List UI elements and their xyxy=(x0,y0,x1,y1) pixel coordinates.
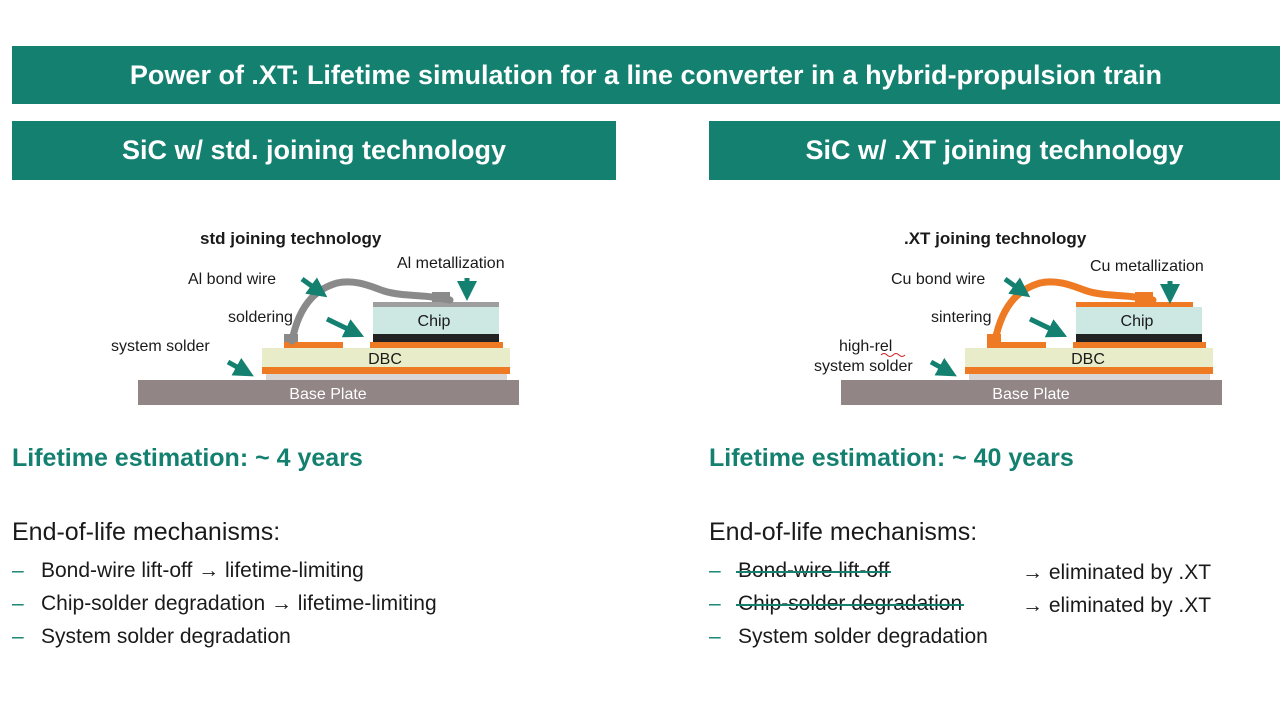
cu-metallization-label: Cu metallization xyxy=(1090,258,1204,275)
chip-label: Chip xyxy=(1121,313,1154,330)
arrow-icon xyxy=(325,316,365,338)
dbc-top-copper-left xyxy=(284,342,343,348)
cu-metallization-layer xyxy=(1076,302,1193,307)
system-solder-label: system solder xyxy=(814,358,913,375)
list-item: –Chip-solder degradation → lifetime-limi… xyxy=(12,590,437,623)
arrow-icon xyxy=(929,357,957,377)
list-item: –Chip-solder degradation xyxy=(709,590,988,623)
std-joining-diagram: std joining technology Base Plate DBC Ch… xyxy=(111,229,519,405)
bond-wire-foot xyxy=(284,334,298,342)
bond-wire-chip-foot xyxy=(432,292,450,302)
list-item-text-struck: Bond-wire lift-off xyxy=(735,559,892,582)
dbc-label: DBC xyxy=(1071,351,1105,368)
dbc-top-copper-right xyxy=(370,342,503,348)
right-column-header: SiC w/ .XT joining technology xyxy=(709,121,1280,180)
base-plate xyxy=(138,380,519,405)
eliminated-note: → eliminated by .XT xyxy=(1022,594,1212,617)
title-banner: Power of .XT: Lifetime simulation for a … xyxy=(12,46,1280,104)
dbc-top-copper-left xyxy=(987,342,1046,348)
dbc-substrate xyxy=(262,348,510,367)
spellcheck-underline xyxy=(880,353,906,357)
system-solder-label: system solder xyxy=(111,338,210,355)
chip-solder xyxy=(373,334,499,342)
left-lifetime-estimation: Lifetime estimation: ~ 4 years xyxy=(12,444,363,472)
bullet-dash: – xyxy=(709,592,721,615)
list-item-text-struck: Chip-solder degradation xyxy=(735,592,965,615)
arrow-icon xyxy=(300,276,328,298)
list-item-text: System solder degradation xyxy=(41,625,291,648)
chip xyxy=(1076,307,1202,334)
dbc-bottom-copper xyxy=(262,367,510,374)
al-metallization-layer xyxy=(373,302,499,307)
base-plate-label: Base Plate xyxy=(289,386,366,403)
dbc-top-copper-right xyxy=(1073,342,1206,348)
base-plate-label: Base Plate xyxy=(992,386,1069,403)
list-item: –Bond-wire lift-off → lifetime-limiting xyxy=(12,557,437,590)
left-eol-heading: End-of-life mechanisms: xyxy=(12,518,281,546)
xt-joining-diagram: .XT joining technology Base Plate DBC Ch… xyxy=(814,229,1222,405)
list-item-text: Chip-solder degradation → lifetime-limit… xyxy=(41,592,437,615)
dbc-substrate xyxy=(965,348,1213,367)
list-item: –System solder degradation xyxy=(12,623,437,656)
dbc-label: DBC xyxy=(368,351,402,368)
arrow-icon xyxy=(226,357,254,377)
bullet-dash: – xyxy=(12,592,24,615)
chip xyxy=(373,307,499,334)
sintering-label: sintering xyxy=(931,309,991,326)
arrow-icon xyxy=(1003,276,1031,298)
system-solder-layer xyxy=(969,374,1210,380)
left-column-header: SiC w/ std. joining technology xyxy=(12,121,616,180)
dbc-bottom-copper xyxy=(965,367,1213,374)
al-bond-wire xyxy=(288,278,454,345)
bullet-dash: – xyxy=(709,559,721,582)
right-lifetime-estimation: Lifetime estimation: ~ 40 years xyxy=(709,444,1074,472)
eliminated-note: → eliminated by .XT xyxy=(1022,561,1212,584)
high-rel-label: high-rel xyxy=(839,338,892,355)
al-bond-wire-label: Al bond wire xyxy=(188,271,276,288)
base-plate xyxy=(841,380,1222,405)
bullet-dash: – xyxy=(12,559,24,582)
std-diagram-title: std joining technology xyxy=(200,229,382,248)
xt-diagram-title: .XT joining technology xyxy=(904,229,1087,248)
right-eol-list: –Bond-wire lift-off –Chip-solder degrada… xyxy=(709,557,988,656)
list-item-text: System solder degradation xyxy=(738,625,988,648)
al-metallization-label: Al metallization xyxy=(397,255,505,272)
system-solder-layer xyxy=(266,374,507,380)
sintered-layer xyxy=(1076,334,1202,342)
soldering-label: soldering xyxy=(228,309,293,326)
arrow-icon xyxy=(1028,316,1068,338)
left-eol-list: –Bond-wire lift-off → lifetime-limiting … xyxy=(12,557,437,656)
chip-label: Chip xyxy=(418,313,451,330)
list-item-text: Bond-wire lift-off → lifetime-limiting xyxy=(41,559,364,582)
bullet-dash: – xyxy=(12,625,24,648)
bullet-dash: – xyxy=(709,625,721,648)
list-item: –System solder degradation xyxy=(709,623,988,656)
bond-wire-foot xyxy=(987,334,1001,342)
cu-bond-wire-label: Cu bond wire xyxy=(891,271,985,288)
bond-wire-chip-foot xyxy=(1135,292,1153,302)
right-eol-heading: End-of-life mechanisms: xyxy=(709,518,978,546)
cu-bond-wire xyxy=(991,278,1157,345)
list-item: –Bond-wire lift-off xyxy=(709,557,988,590)
